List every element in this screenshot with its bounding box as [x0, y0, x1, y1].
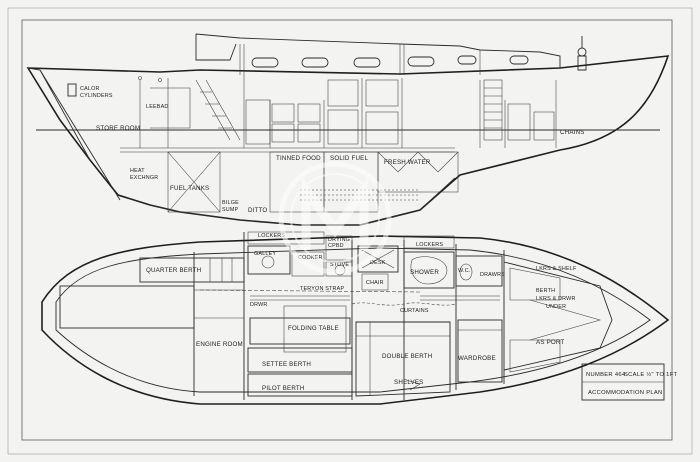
- label-double-berth: DOUBLE BERTH: [382, 353, 432, 360]
- label-folding-table: FOLDING TABLE: [288, 325, 339, 332]
- label-chains: CHAINS: [560, 129, 585, 136]
- label-cylinders: CYLINDERS: [80, 93, 113, 99]
- title-block: NUMBER 464 SCALE ½" TO 1FT ACCOMMODATION…: [581, 363, 678, 401]
- label-galley: GALLEY: [254, 251, 276, 257]
- label-leebad: LEEBAD: [146, 104, 168, 110]
- drawing-frame: [21, 19, 673, 441]
- title-plan: ACCOMMODATION PLAN: [588, 390, 663, 396]
- profile-section: CALOR CYLINDERS LEEBAD STORE ROOM HEAT E…: [26, 33, 670, 226]
- label-lockers-left: LOCKERS: [258, 233, 285, 239]
- label-bilge: BILGE: [222, 200, 239, 206]
- label-as-port: AS PORT: [536, 339, 564, 346]
- plan-section: LOCKERS DRYING CPBD LOCKERS GALLEY COOKE…: [41, 231, 670, 405]
- label-under: UNDER: [546, 304, 566, 310]
- label-sump: SUMP: [222, 207, 239, 213]
- drawing-border: [7, 7, 693, 455]
- label-heat: HEAT: [130, 168, 145, 174]
- label-wardrobe: WARDROBE: [458, 355, 496, 362]
- profile-deckhouse: [195, 33, 561, 68]
- label-stove: STOVE: [330, 262, 349, 268]
- label-shower: SHOWER: [410, 269, 439, 276]
- label-tinned-food: TINNED FOOD: [276, 155, 321, 162]
- portlights: [251, 55, 529, 68]
- label-cpbd: CPBD: [328, 243, 344, 249]
- label-chair: CHAIR: [366, 280, 384, 286]
- profile-cabinetry: [150, 79, 555, 145]
- watermark-logo: [278, 161, 392, 275]
- label-cooker: COOKER: [298, 255, 323, 261]
- label-teryon-strap: TERYON STRAP: [300, 286, 344, 292]
- label-fuel-tanks: FUEL TANKS: [170, 185, 209, 192]
- label-store-room: STORE ROOM: [96, 125, 140, 132]
- label-ditto: DITTO: [248, 207, 267, 214]
- label-fresh-water: FRESH WATER: [384, 159, 431, 166]
- plan-hull: [41, 235, 670, 405]
- label-solid-fuel: SOLID FUEL: [330, 155, 368, 162]
- title-number: NUMBER 464: [586, 372, 626, 378]
- label-lkrs-drwr: LKRS & DRWR: [536, 296, 576, 302]
- label-drying: DRYING: [328, 237, 350, 243]
- label-berth: BERTH: [536, 288, 555, 294]
- title-scale: SCALE ½" TO 1FT: [624, 371, 678, 378]
- label-curtains: CURTAINS: [400, 308, 429, 314]
- label-drwr: DRWR: [250, 302, 267, 308]
- label-settee-berth: SETTEE BERTH: [262, 361, 311, 368]
- label-desk: DESK: [370, 260, 386, 266]
- label-shelves: SHELVES: [394, 379, 424, 386]
- label-engine-room: ENGINE ROOM: [196, 341, 243, 348]
- label-calor: CALOR: [80, 86, 100, 92]
- label-quarter-berth: QUARTER BERTH: [146, 267, 201, 274]
- label-lockers-right: LOCKERS: [416, 242, 443, 248]
- label-drawrs: DRAWRS: [480, 272, 505, 278]
- label-pilot-berth: PILOT BERTH: [262, 385, 305, 392]
- label-exchngr: EXCHNGR: [130, 175, 158, 181]
- label-wc: W.C.: [458, 268, 470, 274]
- label-lkrs-shelf: LKRS & SHELF: [536, 266, 577, 272]
